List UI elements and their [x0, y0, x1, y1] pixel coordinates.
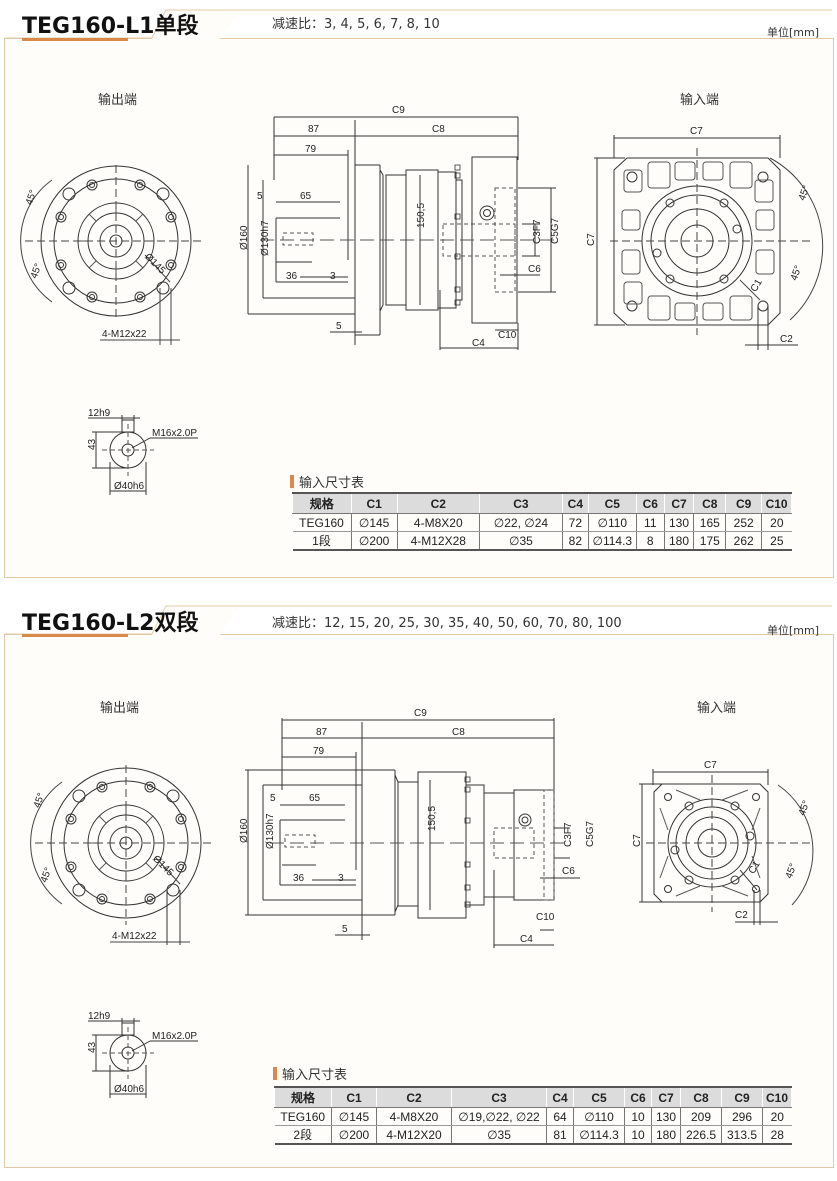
- svg-text:12h9: 12h9: [88, 1011, 111, 1022]
- svg-text:150,5: 150,5: [416, 203, 427, 228]
- svg-text:3: 3: [330, 271, 336, 282]
- section-frame: [4, 38, 834, 578]
- svg-text:45°: 45°: [789, 264, 805, 282]
- input-dimension-table: 规格 C1 C2 C3 C4 C5 C6 C7 C8 C9 C10 TEG160…: [292, 492, 792, 551]
- svg-text:C7: C7: [690, 126, 703, 137]
- title-marker: [290, 475, 294, 488]
- reduction-ratio: 减速比：3, 4, 5, 6, 7, 8, 10: [272, 17, 440, 32]
- shaft-detail-drawing: 12h9 43 M16x2.0P Ø40h6: [87, 408, 198, 495]
- svg-text:36: 36: [293, 873, 305, 884]
- svg-text:45°: 45°: [797, 184, 813, 202]
- svg-text:150,5: 150,5: [427, 806, 438, 831]
- svg-text:Ø130h7: Ø130h7: [265, 813, 276, 849]
- svg-text:C4: C4: [520, 934, 533, 945]
- svg-text:Ø40h6: Ø40h6: [114, 481, 144, 492]
- svg-text:C7: C7: [704, 760, 717, 771]
- svg-text:C8: C8: [432, 124, 445, 135]
- svg-text:C2: C2: [735, 910, 748, 921]
- side-view-drawing: C9 87 C8 79 5 65 Ø160 Ø130h7 150,5 36 3 …: [239, 105, 561, 350]
- input-end-drawing: C7 C7 45° 45° C1 C2: [632, 760, 814, 925]
- bolt-label: 4-M12x22: [102, 329, 147, 340]
- title-marker: [273, 1067, 277, 1080]
- output-end-drawing: 45° 45° Ø145 4-M12x22: [20, 165, 205, 345]
- input-dimension-table-title: 输入尺寸表: [290, 472, 364, 491]
- svg-text:12h9: 12h9: [88, 408, 111, 419]
- shaft-detail-drawing: 12h9 43 M16x2.0P Ø40h6: [87, 1011, 198, 1098]
- svg-text:65: 65: [300, 191, 312, 202]
- svg-text:5: 5: [257, 191, 263, 202]
- model-title: TEG160-L2双段: [22, 611, 199, 636]
- svg-text:M16x2.0P: M16x2.0P: [152, 1031, 197, 1042]
- section-l1: TEG160-L1单段 减速比：3, 4, 5, 6, 7, 8, 10 单位[…: [0, 0, 837, 590]
- angle-label: 45°: [29, 262, 45, 280]
- svg-text:C7: C7: [632, 834, 643, 847]
- svg-text:C6: C6: [562, 866, 575, 877]
- svg-text:C3F7: C3F7: [532, 219, 543, 244]
- input-dimension-table-title: 输入尺寸表: [273, 1064, 347, 1083]
- svg-text:C9: C9: [392, 105, 405, 116]
- svg-text:C3F7: C3F7: [563, 822, 574, 847]
- svg-text:C1: C1: [747, 859, 763, 876]
- svg-text:36: 36: [286, 271, 298, 282]
- svg-text:45°: 45°: [797, 799, 813, 817]
- svg-text:87: 87: [308, 124, 320, 135]
- model-title: TEG160-L1单段: [22, 14, 199, 39]
- svg-text:65: 65: [309, 793, 321, 804]
- svg-text:4-M12x22: 4-M12x22: [112, 931, 157, 942]
- output-end-drawing: 45° 45° Ø145 4-M12x22: [30, 765, 215, 945]
- svg-text:5: 5: [270, 793, 276, 804]
- output-end-label: 输出端: [100, 701, 140, 716]
- unit-label: 单位[mm]: [767, 26, 820, 39]
- svg-text:C7: C7: [586, 233, 597, 246]
- output-end-label: 输出端: [98, 93, 138, 108]
- svg-text:79: 79: [305, 144, 317, 155]
- reduction-ratio: 减速比：12, 15, 20, 25, 30, 35, 40, 50, 60, …: [272, 616, 622, 631]
- input-end-label: 输入端: [697, 701, 737, 716]
- title-underline: [22, 38, 128, 41]
- svg-text:Ø160: Ø160: [239, 225, 250, 250]
- svg-text:5: 5: [342, 924, 348, 935]
- svg-text:C9: C9: [414, 708, 427, 719]
- svg-text:Ø160: Ø160: [239, 818, 250, 843]
- svg-text:43: 43: [87, 438, 98, 450]
- svg-text:3: 3: [338, 873, 344, 884]
- input-end-drawing: C7 C7 45° 45° C1 C2: [586, 126, 824, 350]
- svg-text:5: 5: [336, 321, 342, 332]
- section-frame: [4, 634, 834, 1168]
- unit-label: 单位[mm]: [767, 624, 820, 637]
- svg-text:C10: C10: [536, 912, 555, 923]
- svg-text:87: 87: [316, 727, 328, 738]
- svg-text:79: 79: [313, 746, 325, 757]
- svg-text:C5G7: C5G7: [550, 217, 561, 244]
- input-dimension-table: 规格 C1 C2 C3 C4 C5 C6 C7 C8 C9 C10 TEG160…: [274, 1086, 792, 1145]
- svg-text:45°: 45°: [32, 792, 48, 810]
- title-underline: [22, 634, 128, 637]
- svg-text:C6: C6: [528, 264, 541, 275]
- svg-text:Ø40h6: Ø40h6: [114, 1084, 144, 1095]
- svg-text:45°: 45°: [39, 866, 55, 884]
- svg-text:C8: C8: [452, 727, 465, 738]
- svg-text:C10: C10: [498, 330, 517, 341]
- svg-text:C2: C2: [780, 334, 793, 345]
- side-view-drawing: C9 87 C8 79 5 65 Ø160 Ø130h7 150,5 36 3 …: [239, 708, 596, 948]
- angle-label: 45°: [24, 189, 40, 207]
- svg-text:43: 43: [87, 1041, 98, 1053]
- input-end-label: 输入端: [680, 93, 720, 108]
- svg-text:C4: C4: [472, 338, 485, 349]
- svg-text:Ø130h7: Ø130h7: [260, 220, 271, 256]
- svg-text:M16x2.0P: M16x2.0P: [152, 428, 197, 439]
- svg-text:C5G7: C5G7: [585, 820, 596, 847]
- svg-text:45°: 45°: [784, 862, 800, 880]
